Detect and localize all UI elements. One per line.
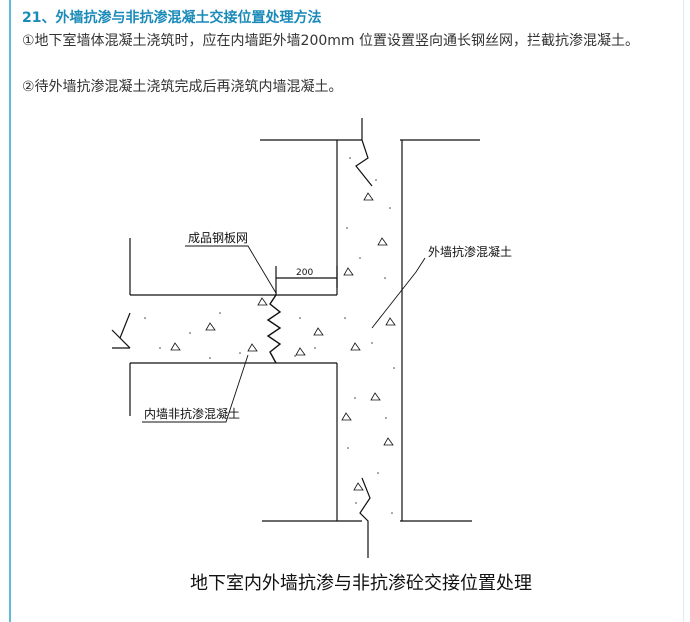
paragraph-1: ①地下室墙体混凝土浇筑时，应在内墙距外墙200mm 位置设置竖向通长钢丝网，拦截… bbox=[22, 33, 639, 49]
cad-drawing: 成品钢板网 200 外墙抗渗混凝土 内墙非抗渗混凝土 bbox=[111, 118, 512, 558]
right-border bbox=[683, 0, 684, 622]
wall-junction-drawing: 成品钢板网 200 外墙抗渗混凝土 内墙非抗渗混凝土 bbox=[100, 118, 530, 558]
leader-inner bbox=[142, 354, 249, 423]
drawing-caption: 地下室内外墙抗渗与非抗渗砼交接位置处理 bbox=[190, 573, 532, 594]
break-line-left bbox=[119, 312, 131, 349]
break-line-top bbox=[355, 118, 373, 187]
break-line-bottom bbox=[359, 477, 371, 558]
label-outer-wall: 外墙抗渗混凝土 bbox=[428, 244, 512, 259]
paragraph-2: ②待外墙抗渗混凝土浇筑完成后再浇筑内墙混凝土。 bbox=[22, 79, 343, 95]
steel-mesh bbox=[266, 294, 282, 364]
leader-mesh bbox=[185, 245, 277, 294]
label-inner-wall: 内墙非抗渗混凝土 bbox=[144, 406, 240, 421]
aggregate-marks bbox=[170, 192, 396, 491]
accent-rule bbox=[9, 0, 11, 622]
section-title: 21、外墙抗渗与非抗渗混凝土交接位置处理方法 bbox=[22, 10, 322, 26]
label-steel-mesh: 成品钢板网 bbox=[188, 231, 248, 245]
label-dimension: 200 bbox=[296, 268, 313, 278]
leader-outer bbox=[371, 257, 426, 329]
concrete-stipple bbox=[144, 157, 395, 514]
